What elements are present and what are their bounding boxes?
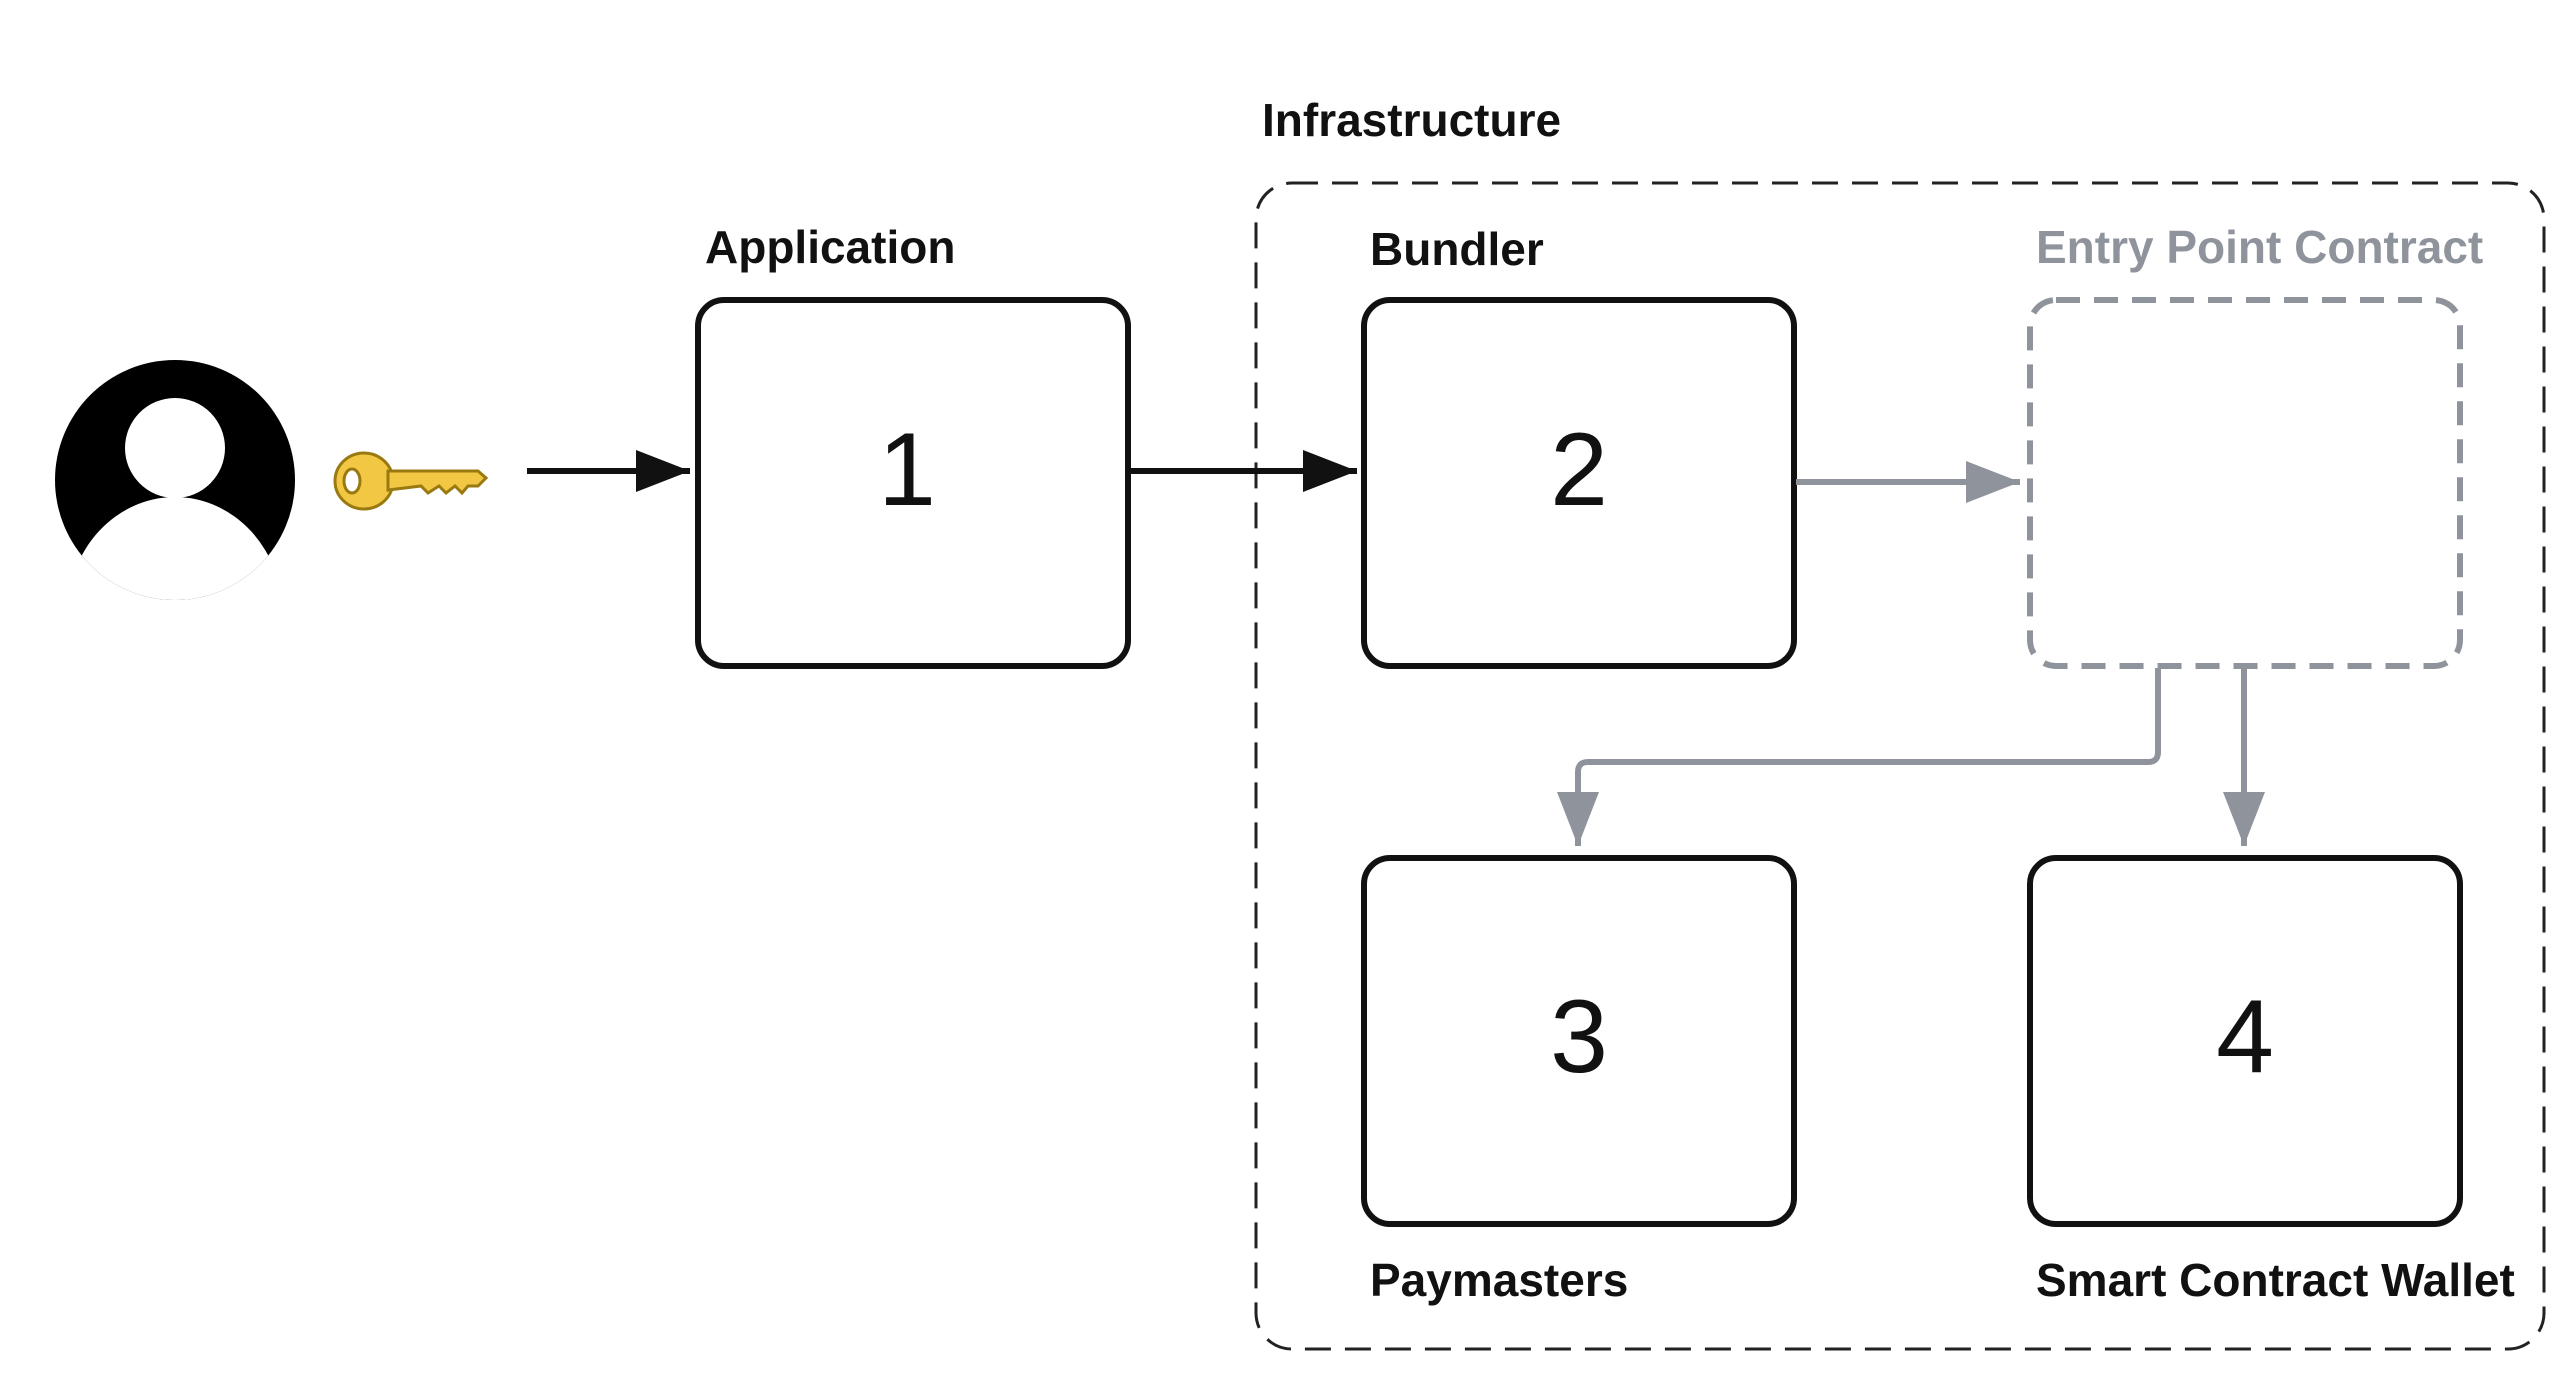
infrastructure-label: Infrastructure xyxy=(1262,94,1561,146)
wallet-box xyxy=(2027,855,2463,1227)
bundler-number: 2 xyxy=(1550,412,1608,528)
key-icon xyxy=(333,451,489,511)
arrow-entry-point-to-paymasters xyxy=(1557,668,2161,846)
application-number: 1 xyxy=(878,412,936,528)
entry-point-box xyxy=(2027,297,2463,669)
wallet-label: Smart Contract Wallet xyxy=(2036,1254,2515,1306)
bundler-label: Bundler xyxy=(1370,223,1544,275)
infrastructure-container xyxy=(1254,181,2546,1351)
bundler-box xyxy=(1361,297,1797,669)
entry-point-label: Entry Point Contract xyxy=(2036,221,2483,273)
paymasters-box xyxy=(1361,855,1797,1227)
application-label: Application xyxy=(705,221,955,273)
application-box xyxy=(695,297,1131,669)
user-avatar-icon xyxy=(55,360,295,600)
paymasters-label: Paymasters xyxy=(1370,1254,1628,1306)
paymasters-number: 3 xyxy=(1550,979,1608,1095)
wallet-number: 4 xyxy=(2216,979,2274,1095)
